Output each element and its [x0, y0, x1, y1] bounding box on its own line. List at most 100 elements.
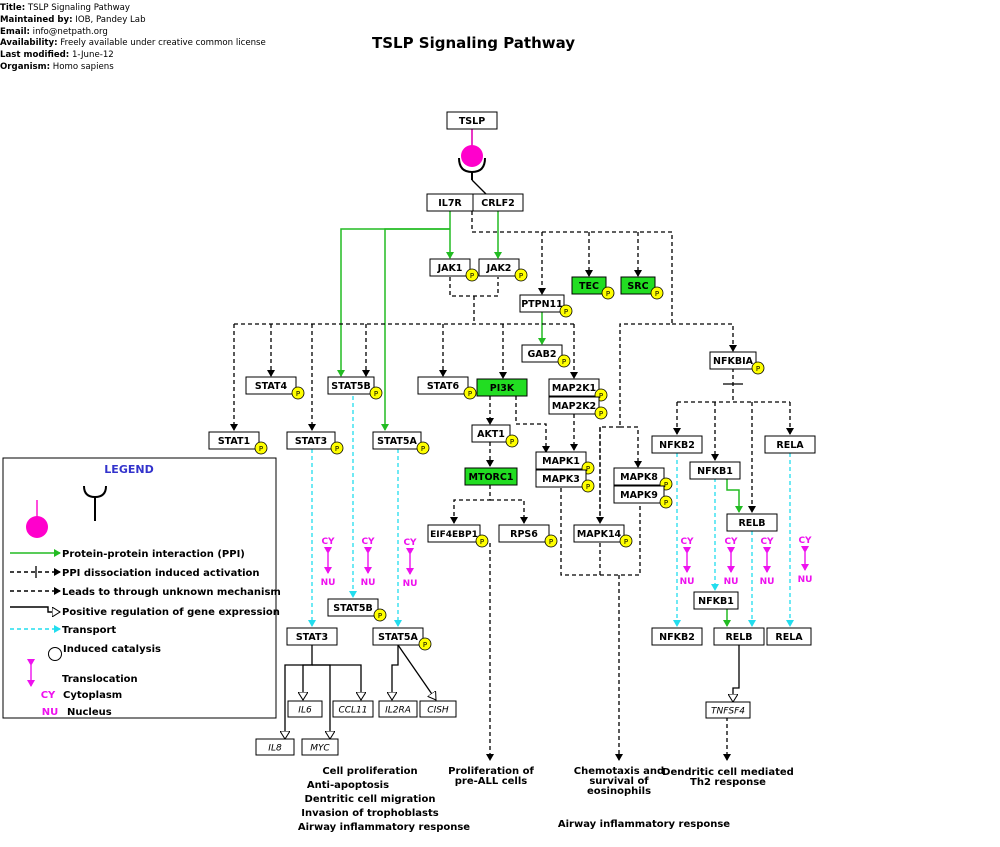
phosphorylation-badge: P [557, 354, 571, 368]
legend-cy-tag: CY [41, 690, 56, 701]
phospho-label: P [296, 390, 300, 398]
node-jak2-label: JAK2 [486, 263, 512, 274]
outcome-text: Anti-apoptosis [307, 780, 389, 791]
gene-cish-label: CISH [427, 706, 449, 716]
gene-tnfsf4: TNFSF4 [705, 701, 751, 719]
node-relb-nucleus: RELB [713, 627, 765, 646]
cytoplasm-tag: CY [321, 537, 335, 547]
node-map2k2-label: MAP2K2 [552, 401, 596, 412]
interaction-edge [515, 396, 550, 453]
node-stat5a-label: STAT5A [377, 436, 417, 447]
interaction-edge [285, 645, 313, 739]
gene-cish: CISH [419, 700, 457, 718]
metadata-line: Email: info@netpath.org [0, 27, 266, 39]
phosphorylation-badge: P [330, 441, 344, 455]
phosphorylation-badge: P [475, 534, 489, 548]
phosphorylation-badge: P [619, 534, 633, 548]
gene-myc: MYC [301, 738, 339, 756]
phospho-label: P [378, 612, 382, 620]
node-stat6-label: STAT6 [427, 381, 460, 392]
node-ptpn11-label: PTPN11 [521, 299, 563, 310]
outcome-text: eosinophils [587, 786, 651, 797]
metadata-value: IOB, Pandey Lab [72, 14, 146, 25]
metadata-value: TSLP Signaling Pathway [25, 3, 130, 13]
phospho-label: P [259, 445, 263, 453]
node-rela-label: RELA [776, 440, 804, 451]
outcome-text: pre-ALL cells [455, 776, 528, 787]
phosphorylation-badge: P [416, 441, 430, 455]
legend-nu-tag: NU [42, 707, 59, 718]
node-nfkb2-nucleus: NFKB2 [651, 627, 703, 646]
node-stat1-label: STAT1 [218, 436, 250, 447]
node-crlf2: CRLF2 [472, 193, 524, 212]
outcome-text: Th2 response [690, 777, 766, 788]
node-rps6-label: RPS6 [510, 529, 538, 540]
outcome-text: Invasion of trophoblasts [301, 808, 438, 819]
phospho-label: P [624, 538, 628, 546]
interaction-edge [303, 664, 312, 700]
phospho-label: P [606, 290, 610, 298]
interaction-edge [620, 426, 642, 468]
node-rela: RELA [764, 435, 816, 454]
legend-unknown-label: Leads to through unknown mechanism [62, 587, 281, 598]
phospho-label: P [599, 410, 603, 418]
nucleus-tag: NU [403, 579, 418, 589]
phosphorylation-badge: P [544, 534, 558, 548]
node-nfkb2-label: NFKB2 [659, 440, 695, 451]
phospho-label: P [374, 390, 378, 398]
metadata-line: Title: TSLP Signaling Pathway [0, 3, 266, 15]
phospho-label: P [423, 641, 427, 649]
legend-transport-label: Transport [62, 625, 116, 636]
node-src-label: SRC [627, 281, 648, 292]
phosphorylation-badge: P [373, 608, 387, 622]
node-gab2-label: GAB2 [527, 349, 556, 360]
node-nfkb2: NFKB2 [651, 435, 703, 454]
node-tslp-label: TSLP [459, 116, 485, 127]
phosphorylation-badge: P [505, 434, 519, 448]
node-tslp: TSLP [446, 111, 498, 130]
legend-ppi: Protein-protein interaction (PPI) [10, 549, 245, 560]
metadata-label: Organism: [0, 61, 51, 72]
outcome-text: Chemotaxis and [574, 766, 664, 777]
metadata-line: Organism: Homo sapiens [0, 62, 266, 74]
gene-ccl11: CCL11 [332, 700, 374, 718]
node-tec-label: TEC [579, 281, 599, 292]
legend-catalysis-label: Induced catalysis [63, 644, 161, 655]
cytoplasm-tag: CY [798, 536, 812, 546]
node-stat5b-label: STAT5B [331, 381, 371, 392]
phosphorylation-badge: P [659, 495, 673, 509]
node-mapk3-label: MAPK3 [542, 474, 580, 485]
legend-dissociation-label: PPI dissociation induced activation [62, 568, 260, 579]
node-rps6: RPS6 P [498, 524, 558, 548]
node-mtorc1: MTORC1 [464, 467, 518, 486]
phospho-label: P [470, 272, 474, 280]
node-rela-nucleus: RELA [766, 627, 812, 646]
outcome-text: Dendritic cell mediated [662, 767, 794, 778]
node-mapk14-label: MAPK14 [577, 529, 622, 540]
phospho-label: P [664, 481, 668, 489]
metadata-value: info@netpath.org [29, 26, 108, 37]
interaction-edge [672, 323, 737, 352]
node-rela-nucleus-label: RELA [775, 632, 803, 643]
gene-myc-label: MYC [310, 744, 330, 754]
gene-il8-label: IL8 [268, 744, 282, 754]
legend-positive-regulation: Positive regulation of gene expression [10, 606, 280, 618]
node-stat4-label: STAT4 [255, 381, 288, 392]
interaction-edge [397, 644, 436, 700]
outcome-text: survival of [589, 776, 649, 787]
phospho-label: P [468, 390, 472, 398]
phosphorylation-badge: P [463, 386, 477, 400]
